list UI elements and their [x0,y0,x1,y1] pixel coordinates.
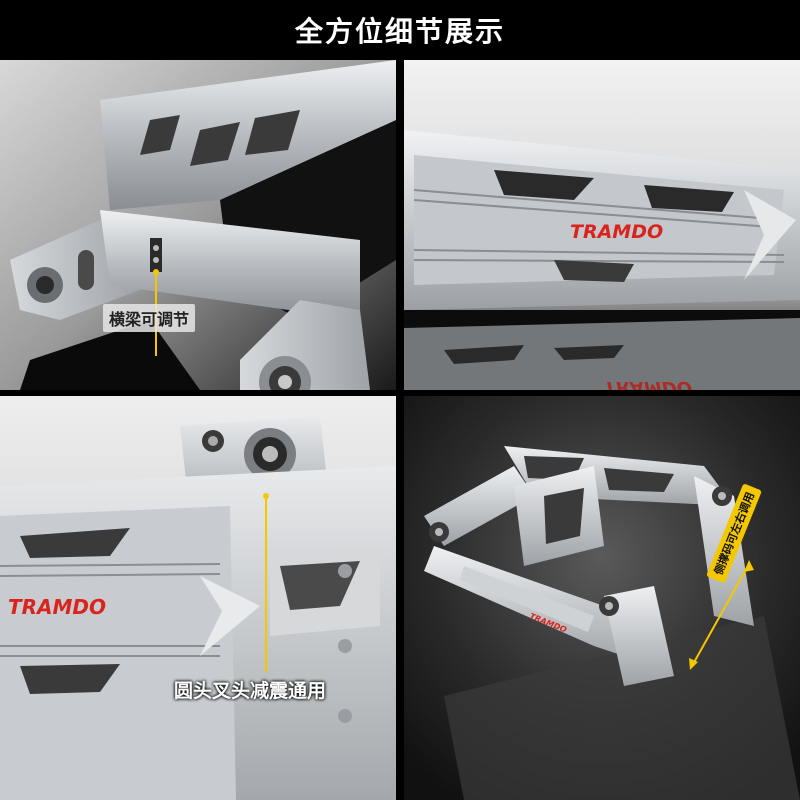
page-title: 全方位细节展示 [294,15,505,48]
header-bar: 全方位细节展示 [0,0,800,60]
detail-photo-crossbar [0,60,396,390]
tramdo-logo: TRAMDO [8,595,106,619]
tramdo-logo: TRAMDO [570,221,663,243]
crossbar-callout-label: 横梁可调节 [103,304,196,332]
detail-photo-engraving: TRAMDO TRAMDO [404,60,800,390]
detail-photo-shock-mount: TRAMDO [0,396,396,800]
shock-mount-callout-label: 圆头叉头减震通用 [174,680,327,702]
detail-photo-full-swingarm: TRAMDO [404,396,800,800]
tramdo-logo-reflection: TRAMDO [604,377,692,390]
